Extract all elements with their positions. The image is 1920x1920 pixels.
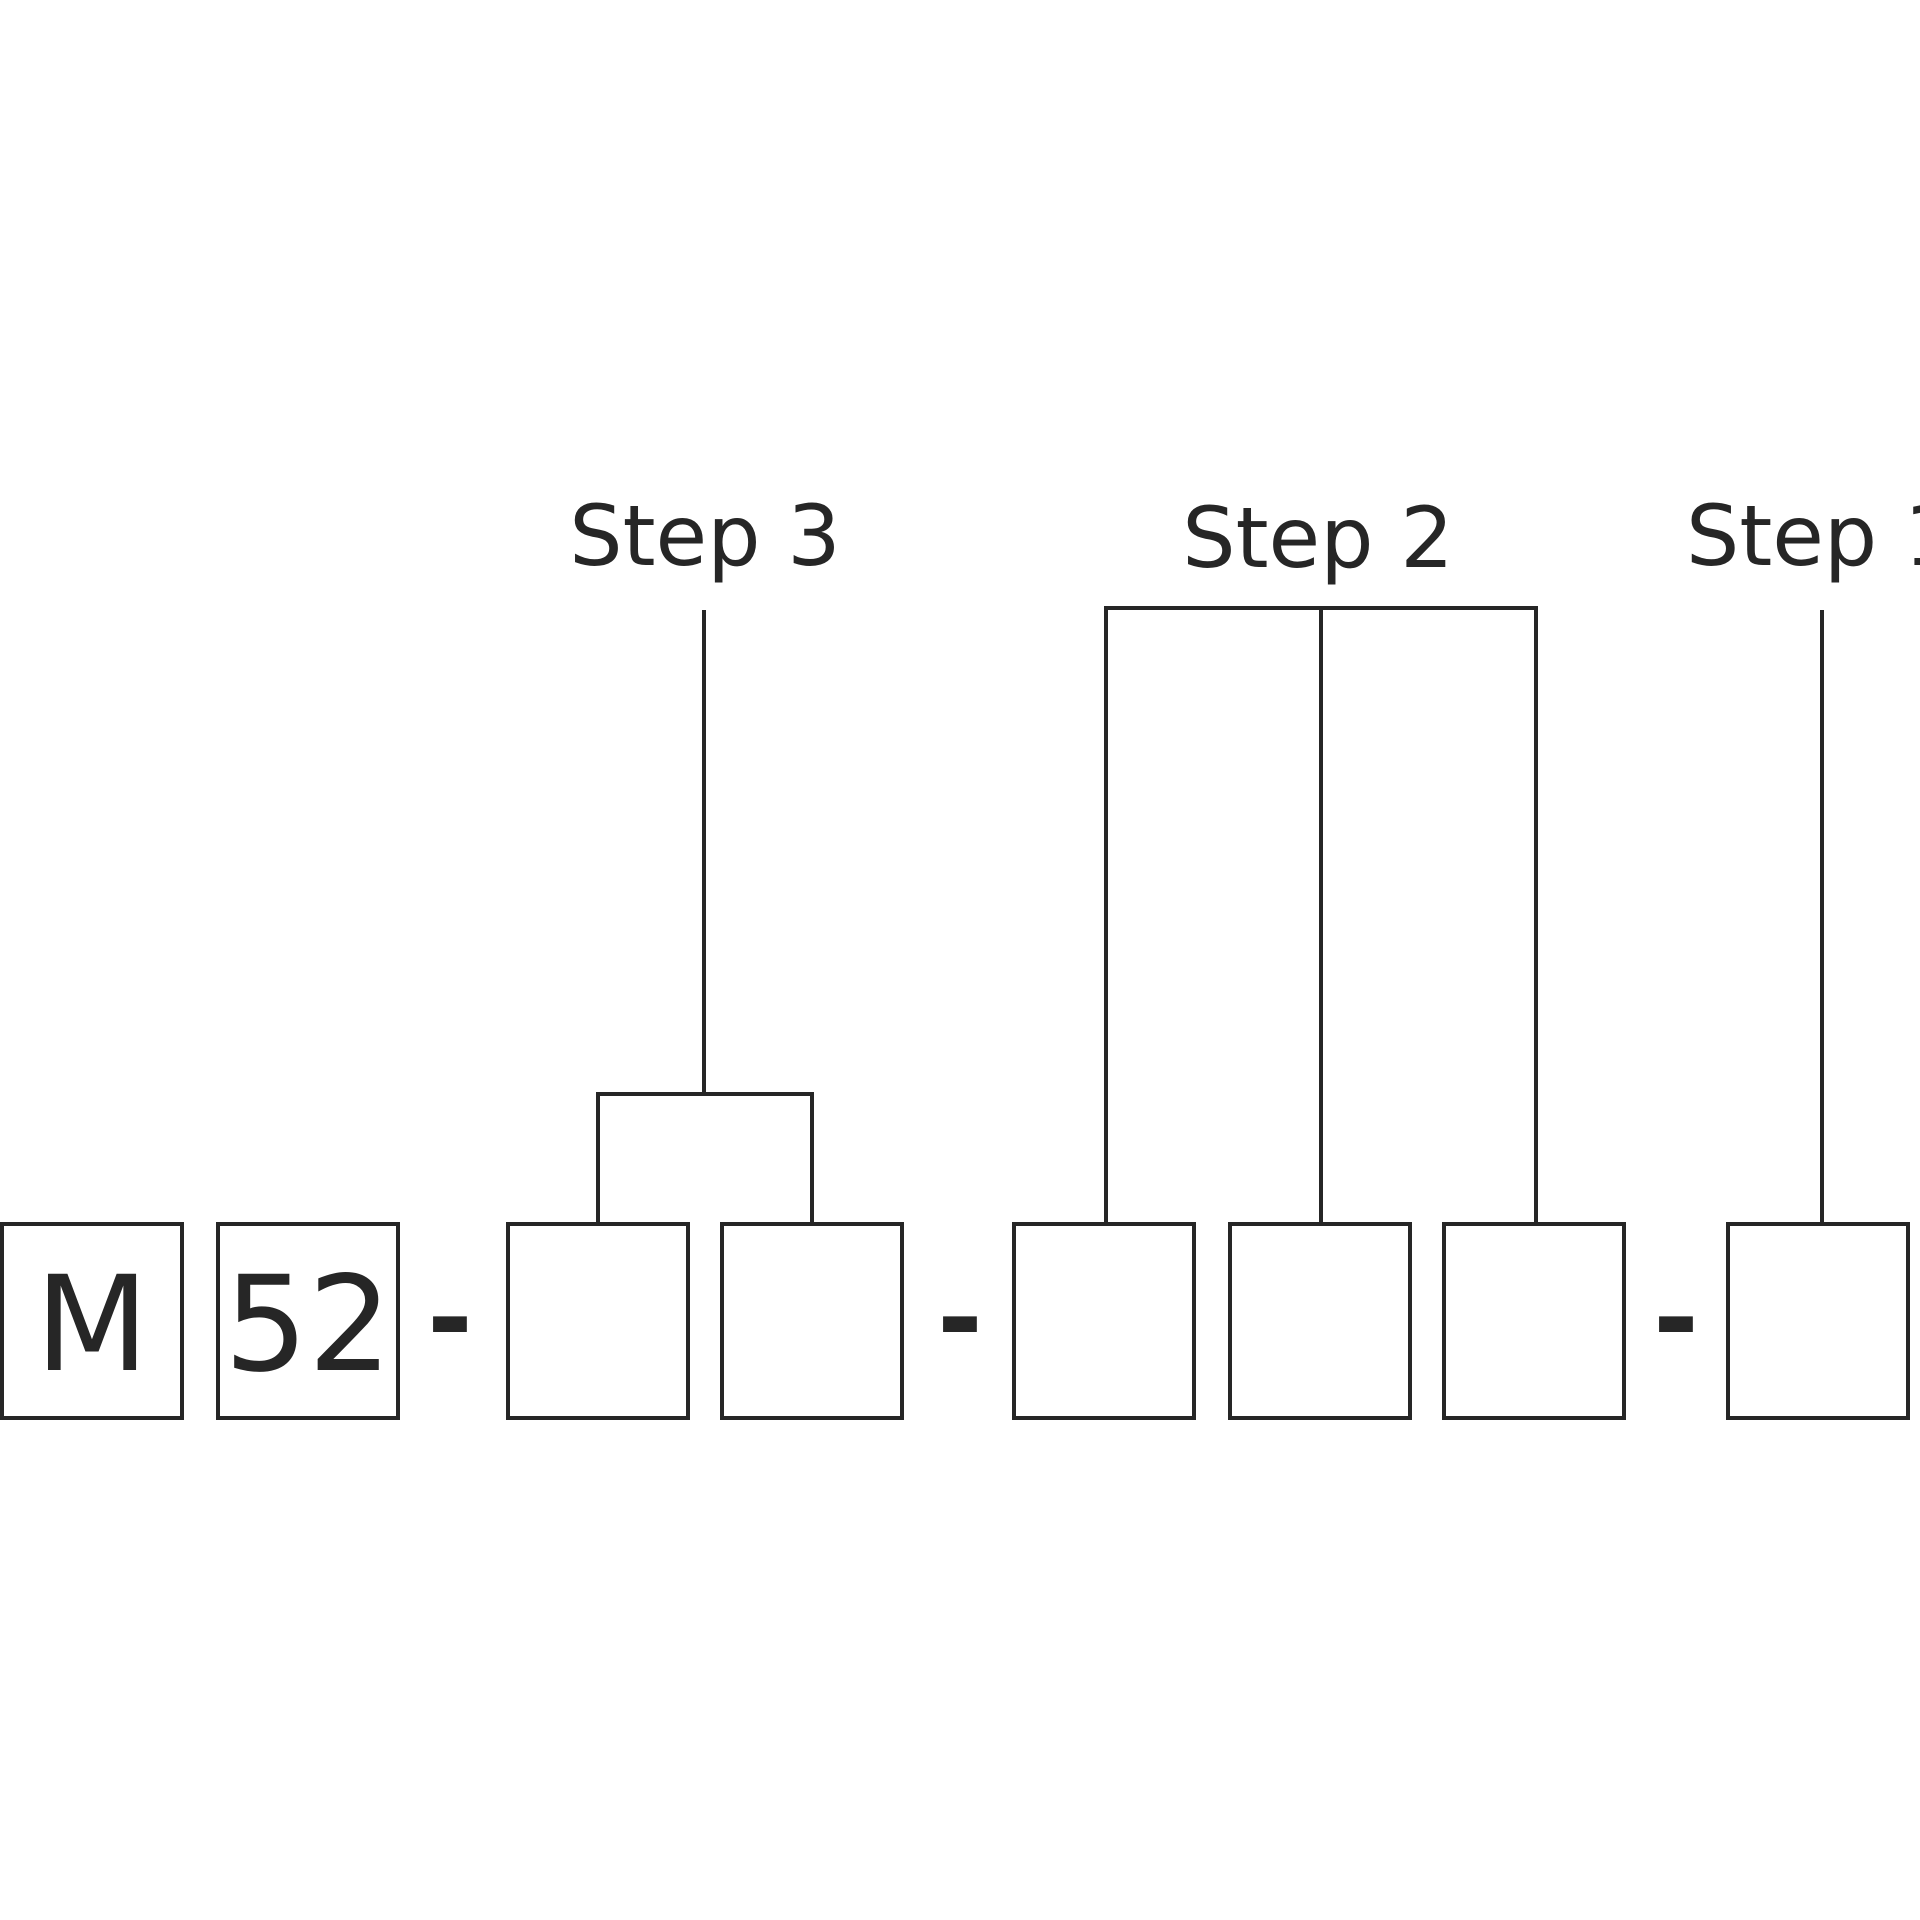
step-3-connector xyxy=(596,610,814,1224)
step-2-connector xyxy=(1104,606,1538,1224)
code-series-box: 52 xyxy=(216,1222,400,1420)
step-2-label: Step 2 xyxy=(1182,489,1453,587)
step-2-box-3 xyxy=(1442,1222,1626,1420)
step-2-box-1 xyxy=(1012,1222,1196,1420)
step-3-box-2 xyxy=(720,1222,904,1420)
step-3-box-1 xyxy=(506,1222,690,1420)
separator-2: - xyxy=(937,1254,983,1382)
code-prefix-text: M xyxy=(35,1248,149,1402)
step-2-box-2 xyxy=(1228,1222,1412,1420)
step-1-label: Step 1 xyxy=(1686,487,1920,585)
code-series-text: 52 xyxy=(224,1248,392,1402)
step-3-label: Step 3 xyxy=(569,487,840,585)
separator-1: - xyxy=(427,1254,473,1382)
separator-3: - xyxy=(1653,1254,1699,1382)
code-prefix-box: M xyxy=(0,1222,184,1420)
step-1-box-1 xyxy=(1726,1222,1910,1420)
